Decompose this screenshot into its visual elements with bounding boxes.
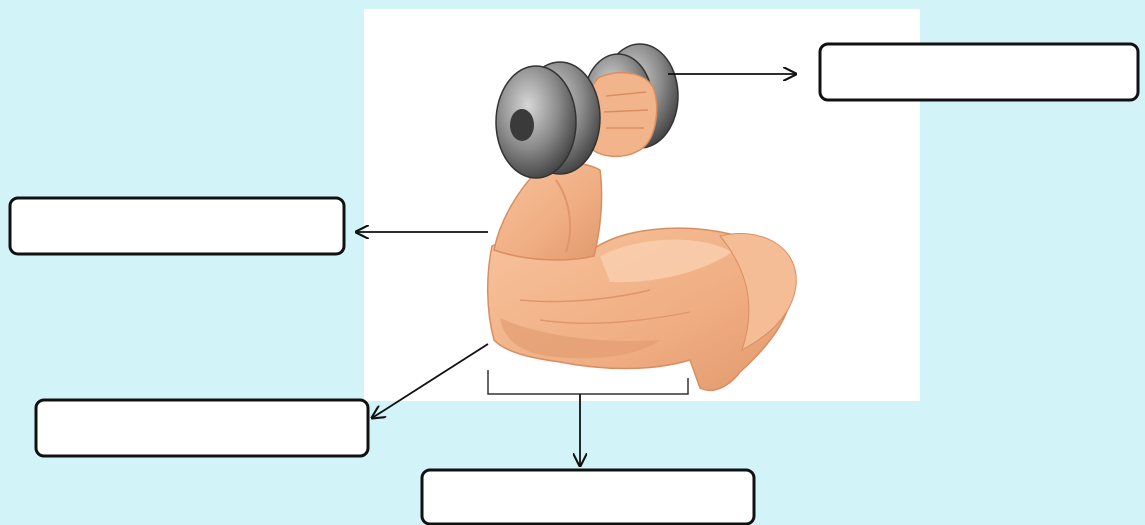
dumbbell-near-plate bbox=[496, 66, 576, 178]
label-box-top-right[interactable] bbox=[820, 44, 1138, 100]
dumbbell-bolt bbox=[510, 109, 534, 141]
label-box-bottom-center[interactable] bbox=[422, 470, 754, 524]
label-box-middle-left[interactable] bbox=[10, 198, 344, 254]
label-box-bottom-left[interactable] bbox=[36, 400, 368, 456]
